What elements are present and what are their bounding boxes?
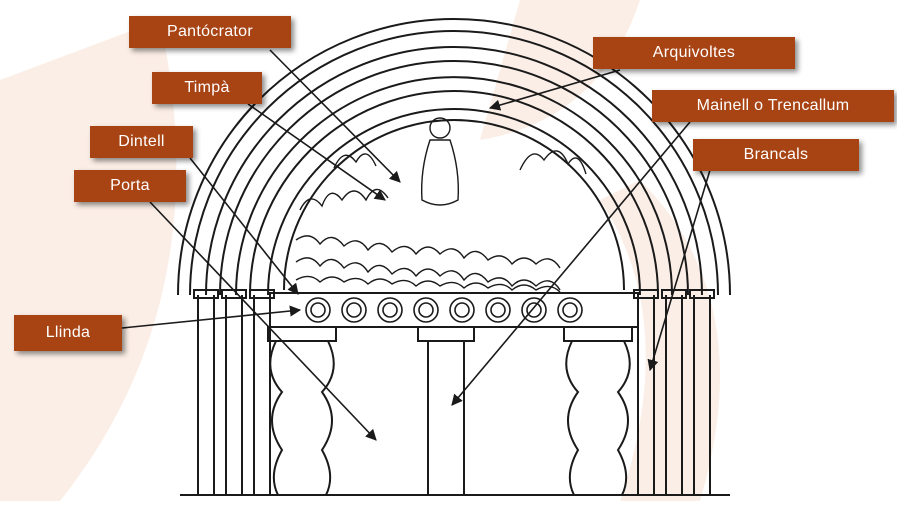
arrow-pantocrator (270, 50, 400, 182)
label-dintell: Dintell (90, 126, 193, 158)
label-llinda: Llinda (14, 315, 122, 351)
label-timpa: Timpà (152, 72, 262, 104)
label-pantocrator: Pantócrator (129, 16, 291, 48)
watermark-shapes (0, 0, 720, 501)
label-mainell: Mainell o Trencallum (652, 90, 894, 122)
label-brancals: Brancals (693, 139, 859, 171)
label-arquivoltes: Arquivoltes (593, 37, 795, 69)
label-porta: Porta (74, 170, 186, 202)
